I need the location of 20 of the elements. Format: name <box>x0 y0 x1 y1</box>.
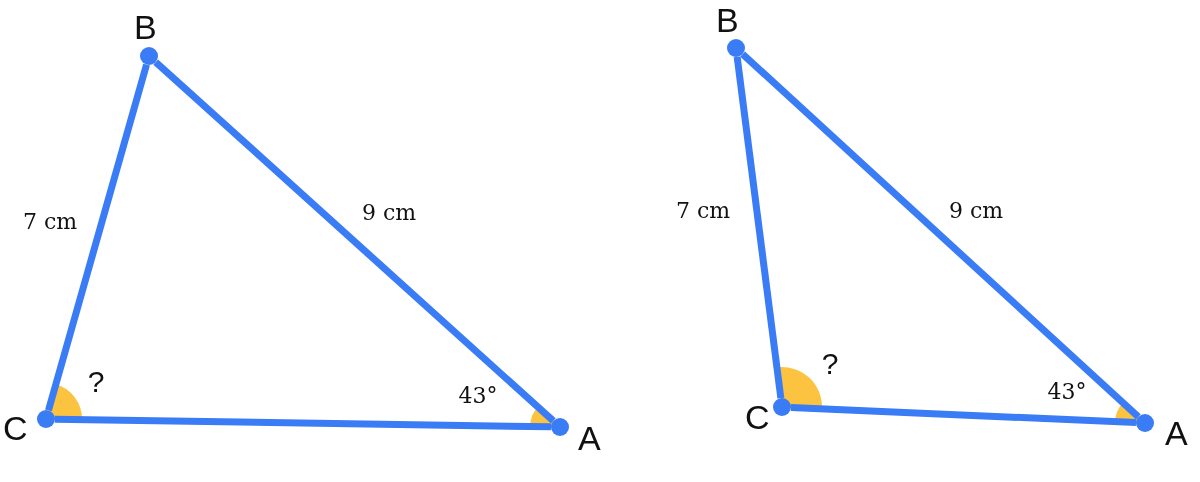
side-length-label: 7 cm <box>22 209 78 235</box>
triangle-side <box>790 403 1137 427</box>
triangle-side <box>45 63 150 412</box>
triangle-side <box>740 51 1141 420</box>
vertex-label: B <box>716 3 739 37</box>
vertex-label: A <box>1165 416 1188 450</box>
triangle-side <box>54 415 552 431</box>
triangle-side <box>153 59 556 424</box>
vertex-label: C <box>745 400 770 434</box>
vertex-label: C <box>3 411 28 445</box>
unknown-angle-label: ? <box>87 366 105 398</box>
side-length-label: 9 cm <box>948 198 1004 224</box>
side-length-label: 9 cm <box>361 200 417 226</box>
vertex-label: B <box>134 10 157 44</box>
angle-label: 43° <box>1047 379 1087 405</box>
triangle-side <box>733 56 785 399</box>
unknown-angle-label: ? <box>821 348 839 380</box>
side-length-label: 7 cm <box>675 198 731 224</box>
vertex-label: A <box>578 421 601 455</box>
angle-label: 43° <box>458 383 498 409</box>
